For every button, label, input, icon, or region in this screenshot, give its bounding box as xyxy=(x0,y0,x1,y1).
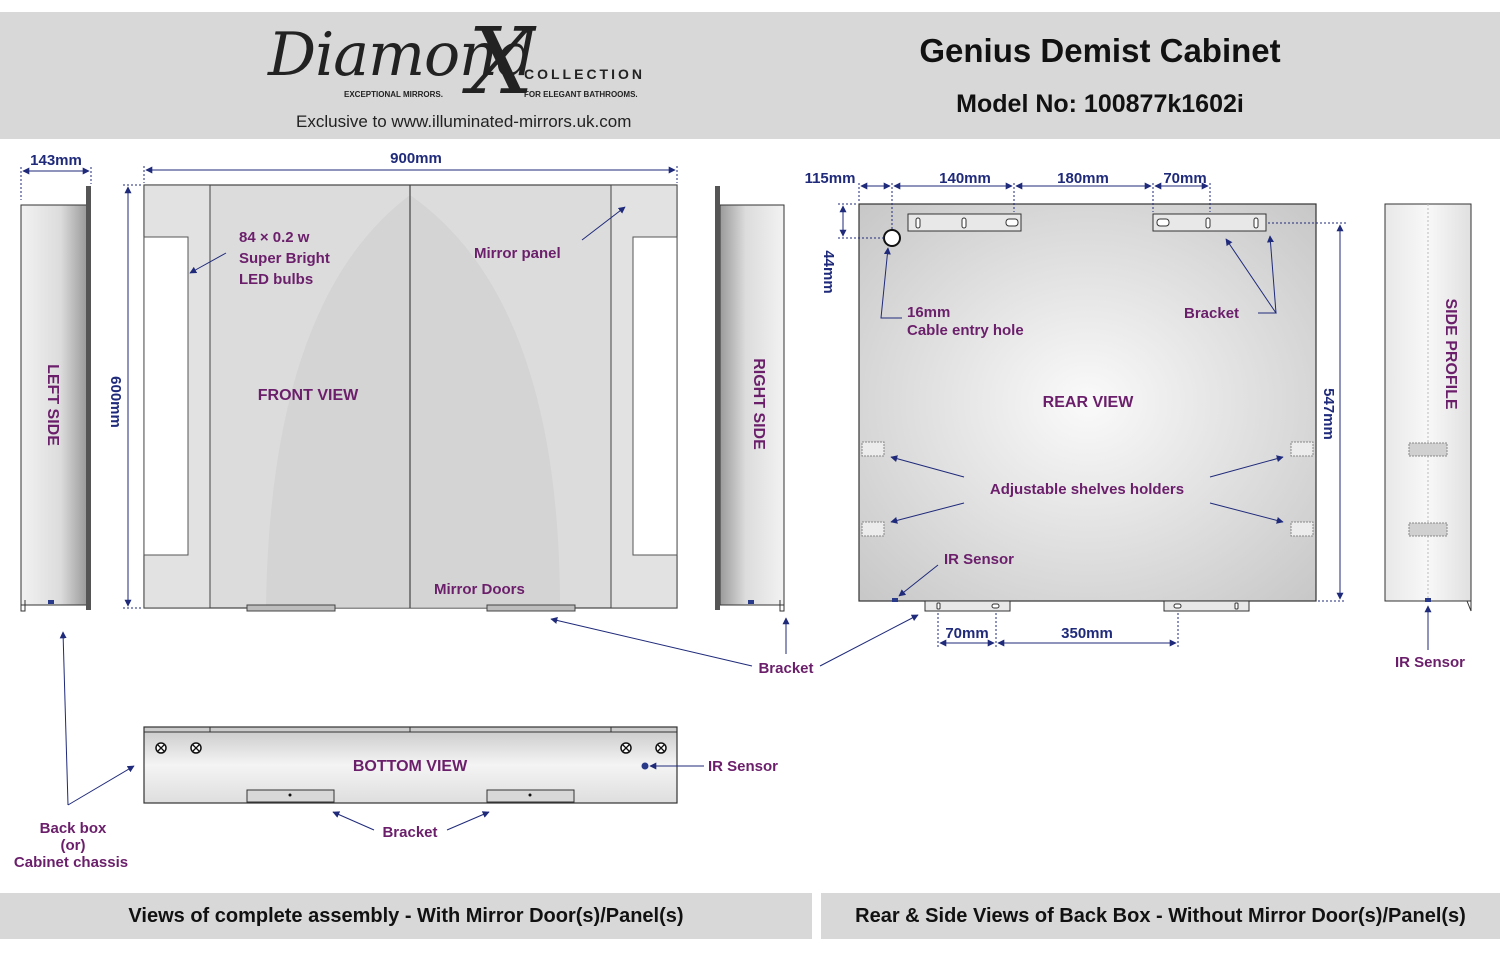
mirror-doors-label: Mirror Doors xyxy=(434,581,525,598)
backbox-line1: Back box xyxy=(40,820,107,837)
footer-right-band: Rear & Side Views of Back Box - Without … xyxy=(821,893,1500,939)
backbox-line2: (or) xyxy=(61,837,86,854)
side-profile-label: SIDE PROFILE xyxy=(1442,298,1459,409)
screw-icon xyxy=(155,742,167,754)
rear-offset-value: 115mm xyxy=(805,170,856,187)
footer-left-band: Views of complete assembly - With Mirror… xyxy=(0,893,812,939)
logo-collection: COLLECTION xyxy=(524,66,645,82)
side-depth-value: 143mm xyxy=(30,152,82,169)
bottom-ir-sensor-label: IR Sensor xyxy=(708,758,778,775)
backbox-line3: Cabinet chassis xyxy=(14,854,128,871)
bottom-bracket-label: Bracket xyxy=(382,824,437,841)
bottom-view: BOTTOM VIEW IR Sensor Bracket xyxy=(143,726,778,841)
header-band: Diamond X COLLECTION EXCEPTIONAL MIRRORS… xyxy=(0,8,1500,139)
rear-height-value: 547mm xyxy=(1320,388,1337,440)
led-line1: 84 × 0.2 w xyxy=(239,229,310,246)
rear-bracket-label: Bracket xyxy=(1184,305,1239,322)
rear-top-dimensions: 115mm 140mm 180mm 70mm 44mm xyxy=(805,170,1211,294)
rear-top-offset-value: 44mm xyxy=(820,250,837,293)
logo-script: Diamond xyxy=(268,20,535,90)
shelves-label: Adjustable shelves holders xyxy=(990,481,1184,498)
rear-view: REAR VIEW 16mm Cable entry hole Bracket … xyxy=(858,203,1317,612)
rear-view-label: REAR VIEW xyxy=(1043,394,1135,411)
left-side-view: LEFT SIDE xyxy=(20,186,91,612)
rear-bottom-dimensions: 70mm 350mm xyxy=(937,613,1179,648)
rear-bracket-gap-value: 180mm xyxy=(1057,170,1109,187)
right-side-view: RIGHT SIDE xyxy=(715,186,785,612)
front-view-label: FRONT VIEW xyxy=(258,387,359,404)
height-dimension: 600mm xyxy=(107,184,142,609)
footer-left-caption: Views of complete assembly - With Mirror… xyxy=(128,905,684,927)
model-number: Model No: 100877k1602i xyxy=(956,90,1244,118)
mirror-panel-label: Mirror panel xyxy=(474,245,561,262)
rear-bracket-width-value: 140mm xyxy=(939,170,991,187)
width-dimension: 900mm xyxy=(143,150,678,183)
rear-bottom-left-value: 70mm xyxy=(945,625,988,642)
front-view: FRONT VIEW 84 × 0.2 w Super Bright LED b… xyxy=(143,184,678,612)
logo-tagline-right: FOR ELEGANT BATHROOMS. xyxy=(524,90,638,99)
front-bracket-callout: Bracket xyxy=(550,614,919,677)
rear-bottom-gap-value: 350mm xyxy=(1061,625,1113,642)
left-side-label: LEFT SIDE xyxy=(44,364,61,446)
cable-line2: Cable entry hole xyxy=(907,322,1024,339)
cable-line1: 16mm xyxy=(907,304,950,321)
screw-icon xyxy=(620,742,632,754)
footer-right-caption: Rear & Side Views of Back Box - Without … xyxy=(855,905,1466,927)
logo-tagline-left: EXCEPTIONAL MIRRORS. xyxy=(344,90,443,99)
front-bracket-label: Bracket xyxy=(758,660,813,677)
backbox-callout: Back box (or) Cabinet chassis xyxy=(14,631,135,871)
rear-bracket-right-value: 70mm xyxy=(1163,170,1206,187)
screw-icon xyxy=(190,742,202,754)
logo-x: X xyxy=(468,8,534,115)
led-line2: Super Bright xyxy=(239,250,330,267)
side-depth-dimension: 143mm xyxy=(20,152,92,200)
rear-ir-sensor-label: IR Sensor xyxy=(944,551,1014,568)
bottom-view-label: BOTTOM VIEW xyxy=(353,758,468,775)
width-value: 900mm xyxy=(390,150,442,167)
led-line3: LED bulbs xyxy=(239,271,313,288)
side-ir-sensor-label: IR Sensor xyxy=(1395,654,1465,671)
rear-height-dimension: 547mm xyxy=(1268,222,1346,602)
exclusive-url: Exclusive to www.illuminated-mirrors.uk.… xyxy=(296,112,632,131)
height-value: 600mm xyxy=(107,376,124,428)
page-title: Genius Demist Cabinet xyxy=(919,32,1281,69)
screw-icon xyxy=(655,742,667,754)
right-side-label: RIGHT SIDE xyxy=(750,358,767,450)
side-profile-view: SIDE PROFILE IR Sensor xyxy=(1384,203,1472,671)
